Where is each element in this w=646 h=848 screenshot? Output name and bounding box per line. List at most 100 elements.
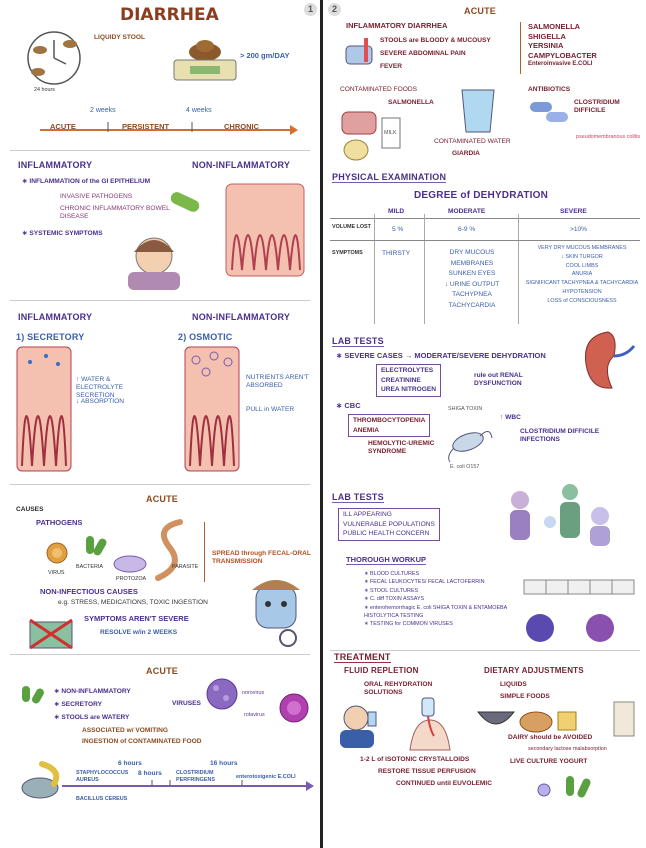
pseudomembranous-label: pseudomembranous colitis bbox=[576, 134, 641, 140]
workup-item-4-text: C. diff TOXIN ASSAYS bbox=[370, 596, 425, 603]
patient-drinking-illustration bbox=[340, 705, 377, 748]
acute2-item-2: ∗ SECRETORY bbox=[54, 701, 103, 708]
parasite-icon bbox=[155, 519, 183, 581]
salmonella-label: SALMONELLA bbox=[388, 99, 434, 106]
treatment-title: TREATMENT bbox=[334, 652, 391, 663]
lab2-item-public-health: PUBLIC HEALTH CONCERN bbox=[343, 530, 430, 537]
acute2-item-1-text: NON-INFLAMMATORY bbox=[61, 688, 131, 695]
lab-items-box: ELECTROLYTES CREATININE UREA NITROGEN bbox=[376, 364, 442, 397]
sick-child-illustration bbox=[128, 237, 180, 290]
lab-item-urea: UREA NITROGEN bbox=[381, 386, 437, 393]
etec-label: enterotoxigenic E.COLI bbox=[236, 774, 296, 780]
secretory-up: ↑ WATER & ELECTROLYTE SECRETION bbox=[76, 376, 124, 399]
severe-cases-label: SEVERE CASES bbox=[344, 351, 403, 360]
yogurt-label: LIVE CULTURE YOGURT bbox=[510, 758, 588, 765]
causes-label: CAUSES bbox=[16, 506, 44, 513]
weight-label: > 200 gm/DAY bbox=[240, 51, 290, 60]
page-number-left: 1 bbox=[304, 3, 317, 16]
norovirus-label: norovirus bbox=[242, 690, 265, 696]
diet-item-simple-foods: SIMPLE FOODS bbox=[500, 693, 550, 700]
shiga-toxin-label: SHIGA TOXIN bbox=[448, 406, 483, 412]
dietary-adjustments-label: DIETARY ADJUSTMENTS bbox=[484, 666, 584, 675]
lab-tests-title-2: LAB TESTS bbox=[332, 492, 384, 503]
rotavirus-label: rotavirus bbox=[244, 712, 265, 718]
timeline-chronic: CHRONIC bbox=[224, 122, 259, 131]
timeline-mark-2weeks: 2 weeks bbox=[90, 107, 116, 114]
bacteria-label: BACTERIA bbox=[76, 564, 103, 570]
workup-item-3: ∗ STOOL CULTURES bbox=[364, 587, 419, 594]
bacterium-icon bbox=[170, 192, 200, 212]
pathogen-bracket bbox=[520, 22, 523, 74]
pathogen-salmonella: SALMONELLA bbox=[528, 22, 581, 31]
viruses-label: VIRUSES bbox=[172, 700, 201, 707]
row-symptoms-severe: VERY DRY MUCOUS MEMBRANES ↓ SKIN TURGOR … bbox=[525, 245, 639, 304]
inflammatory-header-2: INFLAMMATORY bbox=[18, 312, 93, 322]
cbc-item-anemia: ANEMIA bbox=[353, 426, 380, 434]
workup-item-3-text: STOOL CULTURES bbox=[370, 587, 419, 594]
bacteria-icon-2 bbox=[22, 686, 44, 704]
acute-title-2: ACUTE bbox=[146, 666, 178, 676]
not-severe-label: SYMPTOMS AREN'T SEVERE bbox=[84, 614, 189, 623]
table-header-severe: SEVERE bbox=[560, 208, 587, 215]
inflam-point-2: ∗ SYSTEMIC SYMPTOMS bbox=[22, 230, 103, 237]
inflam-sub-1: INVASIVE PATHOGENS bbox=[60, 193, 133, 200]
hours-label: 24 hours bbox=[34, 87, 55, 93]
page-divider bbox=[320, 0, 323, 848]
lab-item-creatinine: CREATININE bbox=[381, 376, 421, 384]
bacteria-icon bbox=[86, 536, 107, 556]
secretory-villi-illustration bbox=[16, 346, 72, 472]
restore-perfusion-label: RESTORE TISSUE PERFUSION bbox=[378, 768, 476, 775]
associated-label: ASSOCIATED w/ VOMITING bbox=[82, 727, 168, 734]
contaminated-water-label: CONTAMINATED WATER bbox=[434, 138, 511, 145]
noninfectious-eg: e.g. STRESS, MEDICATIONS, TOXIC INGESTIO… bbox=[58, 599, 208, 606]
inflammatory-diarrhea-label: INFLAMMATORY DIARRHEA bbox=[346, 21, 448, 30]
page-title: DIARRHEA bbox=[120, 5, 219, 25]
cbc-label: CBC bbox=[344, 401, 361, 410]
giardia-label: GIARDIA bbox=[452, 150, 480, 157]
ors-label: ORAL REHYDRATION SOLUTIONS bbox=[364, 681, 433, 696]
food-illustration bbox=[341, 111, 401, 161]
continued-label: CONTINUED until EUVOLEMIC bbox=[396, 780, 492, 787]
secretory-title: 1) SECRETORY bbox=[16, 332, 85, 342]
wbc-label: ↑ WBC bbox=[500, 414, 521, 421]
kidney-icon bbox=[584, 331, 636, 389]
noninflammatory-header: NON-INFLAMMATORY bbox=[192, 160, 291, 170]
noninfectious-label: NON-INFECTIOUS CAUSES bbox=[40, 587, 138, 596]
pathogen-list: SALMONELLA SHIGELLA YERSINIA CAMPYLOBACT… bbox=[528, 22, 597, 70]
id-item-3: FEVER bbox=[380, 63, 402, 70]
acute-title-right: ACUTE bbox=[464, 6, 496, 16]
physical-exam-title: PHYSICAL EXAMINATION bbox=[332, 172, 447, 183]
inflam-point-1: ∗ INFLAMMATION of the GI EPITHELIUM bbox=[22, 178, 151, 185]
stool-samples-illustration bbox=[523, 579, 635, 642]
cbc-item-thrombocytopenia: THROMBOCYTOPENIA bbox=[353, 417, 426, 424]
lab2-items-box: ILL APPEARING VULNERABLE POPULATIONS PUB… bbox=[338, 508, 440, 541]
inflam-sub-2: CHRONIC INFLAMMATORY BOWEL DISEASE bbox=[60, 205, 170, 220]
contaminated-foods-label: CONTAMINATED FOODS bbox=[340, 86, 418, 93]
fish-and-banana-illustration bbox=[21, 761, 60, 799]
osmotic-text: NUTRIENTS AREN'T ABSORBED bbox=[246, 374, 309, 389]
detective-character-illustration bbox=[252, 580, 300, 647]
row-volume-mild: 5 % bbox=[392, 226, 404, 233]
ecoli-label: E. coli O157 bbox=[450, 464, 480, 470]
acute2-item-1: ∗ NON-INFLAMMATORY bbox=[54, 688, 131, 695]
hus-label: HEMOLYTIC-UREMIC SYNDROME bbox=[368, 440, 435, 455]
parasite-label: PARASITE bbox=[172, 564, 199, 570]
page-number-right: 2 bbox=[328, 3, 341, 16]
rule-out-label: rule out RENAL DYSFUNCTION bbox=[474, 372, 523, 387]
right-page: 2 ACUTE INFLAMMATORY DIARRHEA STOOLS are… bbox=[324, 0, 646, 848]
workup-item-1: ∗ BLOOD CULTURES bbox=[364, 571, 420, 577]
dehydration-degree-title: DEGREE of DEHYDRATION bbox=[414, 190, 549, 201]
workup-item-2: ∗ FECAL LEUKOCYTES/ FECAL LACTOFERRIN bbox=[364, 579, 485, 586]
workup-item-6: ∗ TESTING for COMMON VIRUSES bbox=[364, 621, 453, 628]
rotavirus-icon bbox=[279, 693, 309, 723]
pathogen-yersinia: YERSINIA bbox=[528, 41, 564, 50]
iv-body-illustration bbox=[409, 697, 451, 751]
workup-item-6-text: TESTING for COMMON VIRUSES bbox=[369, 621, 453, 628]
cdiff-label: CLOSTRIDIUM DIFFICILE bbox=[574, 99, 620, 114]
timeline-arrow bbox=[40, 122, 298, 135]
workup-list: ∗ BLOOD CULTURES ∗ FECAL LEUKOCYTES/ FEC… bbox=[364, 570, 534, 629]
antibiotics-label: ANTIBIOTICS bbox=[528, 86, 571, 93]
left-page: 1 DIARRHEA LIQUIDY STOOL 24 hours > 200 … bbox=[0, 0, 320, 848]
thermometer-toilet-icon bbox=[345, 38, 373, 65]
iv-fluids-label: 1-2 L of ISOTONIC CRYSTALLOIDS bbox=[360, 756, 470, 763]
